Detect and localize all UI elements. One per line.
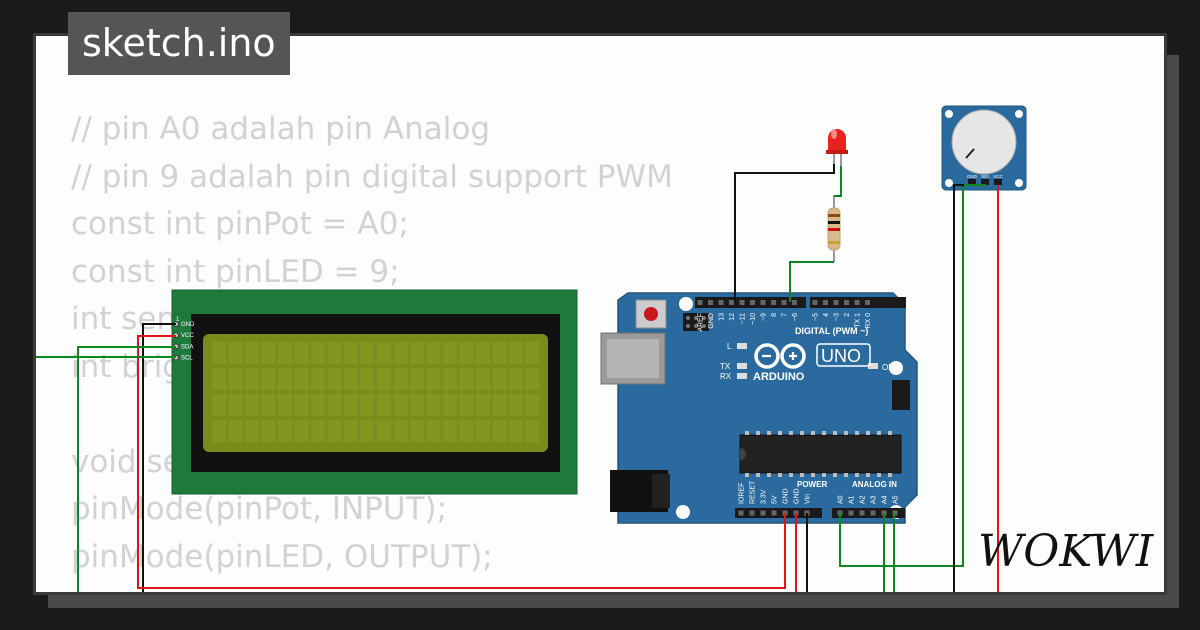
power-pin-label: 5V: [772, 495, 779, 504]
lcd-pin-label: SDA: [181, 344, 193, 350]
digital-pin-label: GND: [708, 313, 715, 329]
code-preview: // pin A0 adalah pin Analog // pin 9 ada…: [71, 106, 673, 581]
pot-pin-label: GND: [967, 174, 978, 179]
red-led[interactable]: [826, 129, 848, 168]
analog-pin-label: A4: [882, 495, 889, 504]
wire-led-gnd: [734, 164, 835, 302]
sketch-title[interactable]: sketch.ino: [68, 12, 290, 75]
power-label: POWER: [797, 480, 827, 489]
lcd-pin-label: VCC: [181, 333, 194, 339]
power-pin-label: GND: [783, 488, 790, 504]
wire-lcd-gnd: [142, 323, 176, 592]
wokwi-logo: WOKWI: [978, 526, 1155, 577]
code-line: pinMode(pinLED, OUTPUT);: [71, 538, 493, 575]
digital-label: DIGITAL (PWM ~): [795, 326, 868, 336]
icsp-header-right: [892, 380, 910, 410]
tx-led: [737, 363, 747, 369]
digital-pin-label: RX 0: [865, 313, 872, 329]
lcd-pin-label: SCL: [181, 356, 193, 362]
analog-pin-label: A5: [893, 495, 900, 504]
lcd-2004-i2c[interactable]: 1 GND VCC SDA SCL: [171, 289, 578, 495]
code-line: pinMode(pinPot, INPUT);: [71, 491, 448, 527]
frame-shadow-right: [1165, 55, 1179, 608]
frame-shadow-bottom: [48, 594, 1179, 608]
wire-lcd-vcc: [137, 335, 786, 589]
digital-pin-label: 2: [844, 313, 851, 317]
pot-pin-label: VCC: [993, 174, 1003, 179]
mount-hole: [676, 505, 690, 519]
digital-pin-label: TX 1: [855, 313, 862, 328]
tx-led-label: TX: [720, 362, 731, 371]
digital-pin-label: 7: [782, 313, 789, 317]
reset-button-cap[interactable]: [644, 307, 658, 321]
lcd-pin-label: GND: [181, 322, 195, 328]
analog-pin-label: A1: [849, 495, 856, 504]
wire-resistor-pin9: [789, 261, 834, 302]
digital-pin-label: 8: [771, 313, 778, 317]
atmega-chip: [739, 434, 902, 474]
digital-pin-label: ~3: [834, 313, 841, 321]
mount-hole: [679, 297, 693, 311]
l-led-label: L: [727, 342, 732, 351]
power-pin-label: IOREF: [739, 483, 746, 504]
wire-led-resistor: [834, 166, 842, 197]
digital-pin-label: ~9: [761, 313, 768, 321]
arduino-model: UNO: [821, 346, 861, 366]
wire-a0-pot-sig: [839, 185, 964, 567]
code-line: const int pinPot = A0;: [71, 206, 409, 242]
digital-pin-label: 12: [729, 313, 736, 321]
analog-pin-label: A2: [860, 495, 867, 504]
digital-pin-label: ~6: [792, 313, 799, 321]
digital-pin-label: 4: [823, 313, 830, 317]
analog-in-label: ANALOG IN: [852, 480, 897, 489]
code-line: const int pinLED = 9;: [71, 253, 400, 290]
digital-pin-label: AREF: [698, 313, 705, 332]
analog-pin-label: A3: [871, 495, 878, 504]
on-led: [868, 363, 878, 369]
arduino-logo-icon: [754, 343, 806, 369]
power-header: [735, 508, 822, 518]
mount-hole: [889, 361, 903, 375]
lcd-pin1-label: 1: [176, 317, 180, 323]
pot-knob[interactable]: [951, 109, 1017, 175]
power-pin-label: Vin: [805, 494, 812, 504]
digital-pin-label: ~11: [740, 313, 747, 324]
arduino-brand: ARDUINO: [753, 371, 805, 383]
analog-pin-label: A0: [838, 495, 845, 504]
wires: [36, 164, 999, 592]
power-pin-label: RESET: [750, 480, 757, 504]
bottom-pin-labels: IOREF RESET 3.3V 5V GND GND Vin A0 A1 A2 A3 A4 A5: [739, 480, 900, 504]
icsp-header: [683, 313, 709, 331]
rx-led-label: RX: [720, 372, 732, 381]
wire-lcd-sda: [77, 346, 176, 592]
on-led-label: ON: [882, 363, 894, 372]
pot-pin-label: SIG: [981, 174, 989, 179]
rx-led: [737, 373, 747, 379]
power-pin-label: 3.3V: [761, 489, 768, 504]
power-pin-label: GND: [794, 488, 801, 504]
digital-pin-label: 13: [719, 313, 726, 321]
digital-pin-label: ~5: [813, 313, 820, 321]
l-led: [737, 343, 747, 349]
code-line: // pin A0 adalah pin Analog: [71, 111, 490, 147]
resistor[interactable]: [827, 195, 841, 262]
code-line: // pin 9 adalah pin digital support PWM: [71, 158, 673, 195]
analog-header: [832, 508, 905, 518]
digital-pin-label: ~10: [750, 313, 757, 325]
